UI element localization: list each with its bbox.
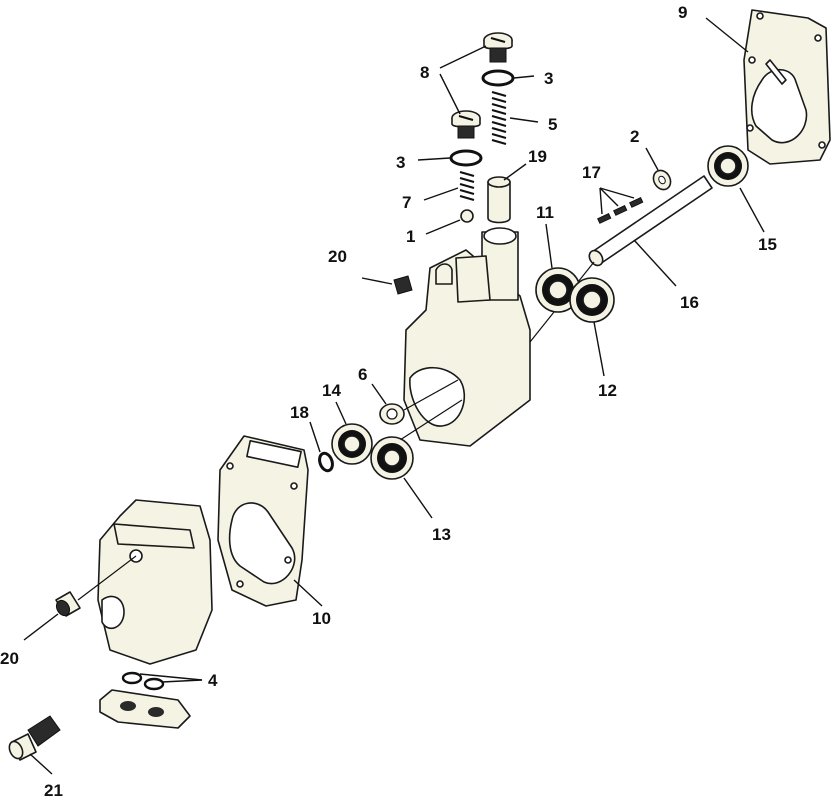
callout-12: 12 <box>598 381 617 400</box>
callout-7: 7 <box>402 193 411 212</box>
part-gear-14 <box>331 423 373 465</box>
callout-21: 21 <box>44 781 63 800</box>
callout-8: 8 <box>420 63 429 82</box>
callout-15: 15 <box>758 235 777 254</box>
part-pins <box>597 196 644 224</box>
callout-13: 13 <box>432 525 451 544</box>
callout-labels: 9 8 3 5 3 7 1 19 2 17 11 15 16 12 20 6 1… <box>0 3 777 800</box>
part-gasket <box>217 435 309 607</box>
part-o-ring-top <box>481 69 515 87</box>
part-gear-13 <box>370 436 414 480</box>
callout-9: 9 <box>678 3 687 22</box>
callout-5: 5 <box>548 115 557 134</box>
part-fitting-upper <box>393 275 413 295</box>
callout-3-top: 3 <box>544 69 553 88</box>
part-fitting-lower <box>55 591 81 617</box>
part-o-ring-lower <box>449 149 483 167</box>
callout-20-lower: 20 <box>0 649 19 668</box>
callout-16: 16 <box>680 293 699 312</box>
callout-6: 6 <box>358 365 367 384</box>
callout-19: 19 <box>528 147 547 166</box>
callout-14: 14 <box>322 381 341 400</box>
part-gear-12 <box>569 277 615 323</box>
callout-10: 10 <box>312 609 331 628</box>
part-plug-screw-top <box>483 32 513 63</box>
callout-20-upper: 20 <box>328 247 347 266</box>
callout-1: 1 <box>406 227 415 246</box>
leader-lines <box>23 17 765 775</box>
callout-17: 17 <box>582 163 601 182</box>
part-spring-short <box>459 170 475 202</box>
part-gear-right <box>707 145 749 187</box>
part-ball <box>460 209 474 223</box>
callout-18: 18 <box>290 403 309 422</box>
callout-4: 4 <box>208 671 218 690</box>
callout-2: 2 <box>630 127 639 146</box>
part-o-rings-small <box>121 671 165 691</box>
callout-11: 11 <box>536 203 554 222</box>
part-seal <box>379 379 463 441</box>
callout-3-lower: 3 <box>396 153 405 172</box>
part-gear-11 <box>535 267 581 313</box>
part-washer <box>652 169 672 191</box>
part-spring-long <box>491 90 507 146</box>
part-retaining-ring <box>318 451 334 473</box>
part-pump-housing <box>77 499 213 665</box>
part-shaft <box>529 175 713 343</box>
part-end-cover-plate <box>743 9 831 165</box>
part-hose-fitting <box>8 715 61 761</box>
part-adapter-plate <box>99 689 191 729</box>
part-plug-screw-lower <box>451 110 481 139</box>
part-sleeve <box>487 176 511 224</box>
part-pump-body <box>403 227 531 447</box>
